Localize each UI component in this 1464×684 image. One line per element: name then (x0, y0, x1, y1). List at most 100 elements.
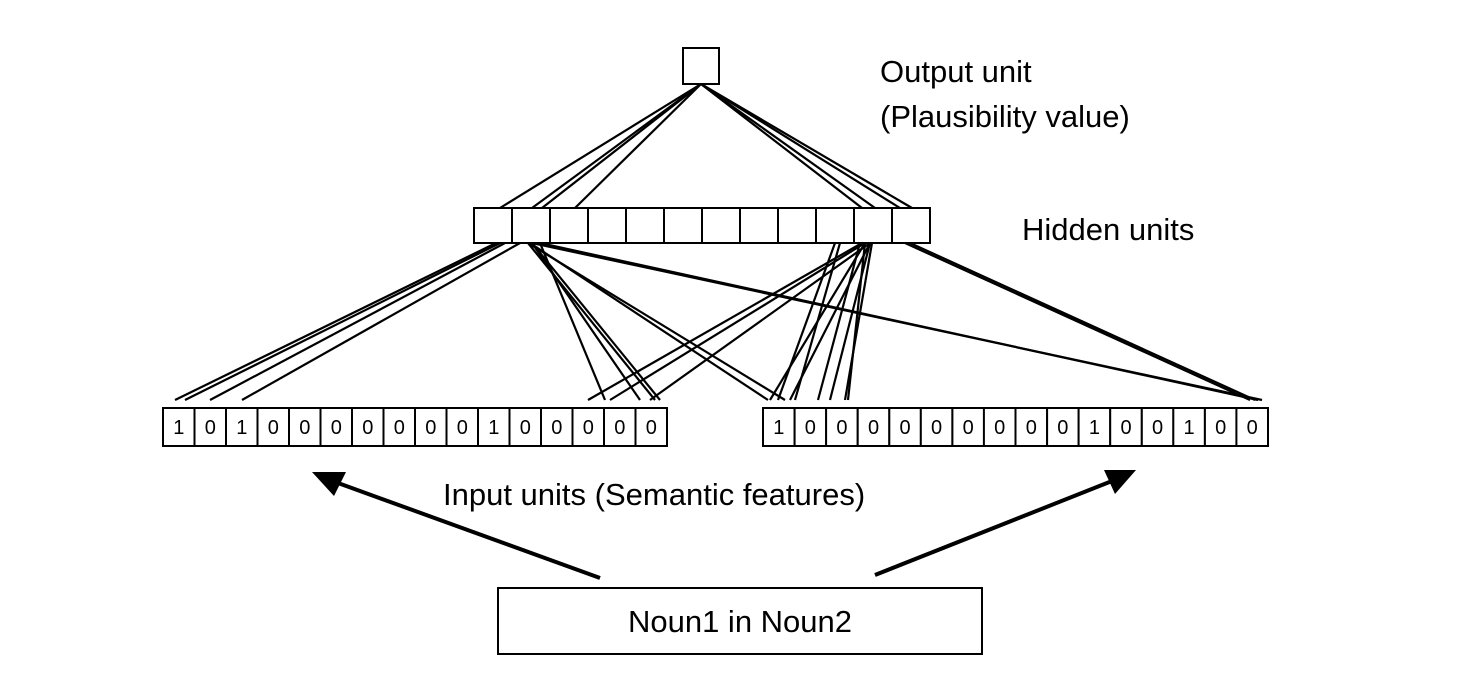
input-unit (288, 407, 322, 447)
input-unit-value: 0 (551, 417, 562, 439)
input-unit (477, 407, 511, 447)
connection-line (587, 242, 863, 401)
arrow-right-head (1104, 470, 1136, 494)
input-unit (982, 407, 1017, 447)
connection-line (174, 242, 497, 401)
input-unit-value: 0 (805, 417, 816, 439)
hidden-unit (473, 207, 513, 244)
connection-line (700, 83, 863, 209)
arrow-right (874, 479, 1113, 577)
input-unit (1235, 407, 1270, 447)
input-unit-value: 0 (205, 417, 216, 439)
input-unit (634, 407, 668, 447)
input-unit-value: 1 (1184, 417, 1195, 439)
input-unit (540, 407, 574, 447)
hidden-unit (701, 207, 741, 244)
input-unit-value: 0 (994, 417, 1005, 439)
connection-line (531, 242, 661, 401)
hidden-unit (549, 207, 589, 244)
input-unit-value: 0 (868, 417, 879, 439)
hidden-layer (473, 207, 931, 244)
output-unit (682, 47, 720, 85)
input-label: Input units (Semantic features) (443, 477, 865, 512)
input-unit-value: 0 (331, 417, 342, 439)
connection-line (789, 242, 871, 401)
input-unit (762, 407, 796, 447)
input-unit-value: 1 (488, 417, 499, 439)
input-unit-value: 0 (836, 417, 847, 439)
connection-line (529, 242, 769, 401)
hidden-unit (587, 207, 627, 244)
input-unit-value: 0 (457, 417, 468, 439)
input-unit-value: 0 (1057, 417, 1068, 439)
connection-line (527, 242, 656, 401)
input-unit-value: 0 (646, 417, 657, 439)
connection-line (184, 242, 501, 401)
connection-line (574, 83, 702, 209)
input-unit (1109, 407, 1143, 447)
connection-line (241, 242, 521, 401)
connection-line (700, 83, 913, 209)
input-unit (1046, 407, 1080, 447)
input-unit-value: 0 (583, 417, 594, 439)
input-unit (888, 407, 922, 447)
connection-line (541, 83, 702, 209)
connection-line (209, 242, 506, 401)
connection-line (816, 242, 862, 401)
input-unit-value: 0 (268, 417, 279, 439)
output-label: Output unit (880, 54, 1032, 89)
arrows (312, 470, 1136, 580)
connection-line (769, 242, 866, 401)
hidden-unit (625, 207, 665, 244)
input-unit-value: 0 (899, 417, 910, 439)
hidden-unit (511, 207, 551, 244)
input-unit (508, 407, 542, 447)
input-unit (603, 407, 637, 447)
input-unit (382, 407, 416, 447)
input-unit-value: 0 (931, 417, 942, 439)
hidden-label: Hidden units (1022, 212, 1194, 247)
output-sublabel: (Plausibility value) (880, 99, 1130, 134)
phrase-box (497, 587, 983, 655)
arrow-left-head (312, 472, 346, 496)
input-unit-value: 1 (773, 417, 784, 439)
connection-line (499, 83, 702, 209)
input-unit-value: 1 (173, 417, 184, 439)
phrase-text: Noun1 in Noun2 (628, 604, 852, 639)
input-unit-value: 1 (1089, 417, 1100, 439)
hidden-unit (853, 207, 893, 244)
input-unit-value: 0 (425, 417, 436, 439)
input-unit-value: 0 (362, 417, 373, 439)
connection-line (609, 242, 866, 401)
input-unit-value: 0 (1026, 417, 1037, 439)
hidden-unit (777, 207, 817, 244)
input-unit (414, 407, 448, 447)
hidden-unit (815, 207, 855, 244)
input-unit (1014, 407, 1049, 447)
hidden-unit (663, 207, 703, 244)
hidden-unit (739, 207, 779, 244)
input-unit-value: 0 (520, 417, 531, 439)
connection-line (909, 241, 1256, 402)
connection-line (700, 83, 876, 209)
input-unit-value: 1 (236, 417, 247, 439)
connection-line (776, 242, 837, 401)
input-unit-value: 0 (1215, 417, 1226, 439)
input-unit-value: 0 (963, 417, 974, 439)
input-unit (856, 407, 891, 447)
arrow-left (337, 481, 601, 580)
input-unit (825, 407, 859, 447)
connection-line (846, 242, 867, 401)
input-unit (1203, 407, 1238, 447)
connection-lines (174, 83, 1263, 402)
input-unit-value: 0 (299, 417, 310, 439)
input-unit-value: 0 (1120, 417, 1131, 439)
connection-line (828, 242, 872, 401)
connection-line (539, 241, 1259, 402)
connection-line (843, 242, 874, 401)
input-unit-value: 0 (1152, 417, 1163, 439)
input-unit-value: 0 (394, 417, 405, 439)
